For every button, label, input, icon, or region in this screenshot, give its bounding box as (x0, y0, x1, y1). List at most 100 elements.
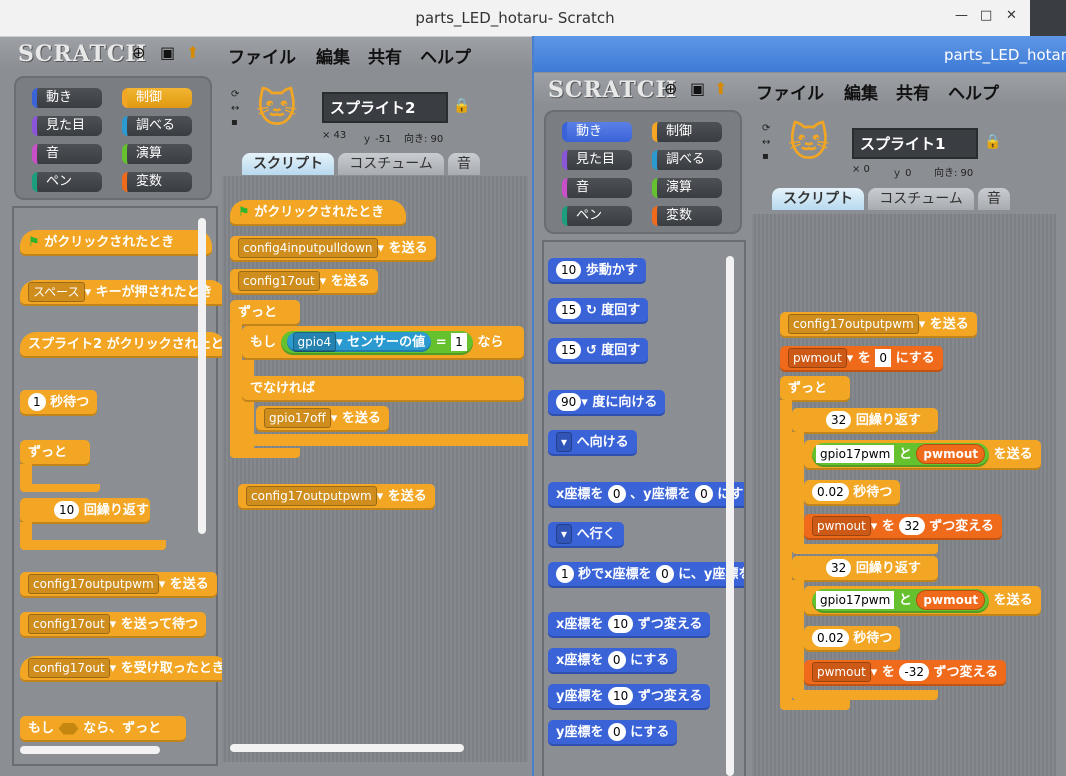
join-operator[interactable]: gpio17pwm と pwmout (812, 588, 990, 613)
category-variables[interactable]: 変数 (652, 206, 722, 226)
set-y-block[interactable]: y座標を 0 にする (548, 720, 678, 746)
category-looks[interactable]: 見た目 (32, 116, 102, 136)
script-change-var-1[interactable]: pwmout▾ を 32 ずつ変える (804, 514, 1002, 540)
close-icon[interactable]: ✕ (1006, 8, 1017, 23)
script-area-front[interactable]: config17outputpwm▾ を送る pwmout▾ を 0 にする ず… (752, 214, 1056, 776)
menu-help[interactable]: ヘルプ (948, 84, 999, 104)
blocks-palette[interactable]: ⚑ がクリックされたとき スペース▾ キーが押されたとき スプライト2 がクリッ… (12, 206, 237, 766)
menu-share[interactable]: 共有 (896, 84, 930, 104)
palette-scrollbar-horizontal[interactable] (20, 746, 160, 754)
window-titlebar-front[interactable]: parts_LED_hotaru (534, 36, 1066, 72)
category-looks[interactable]: 見た目 (562, 150, 632, 170)
menu-file[interactable]: ファイル (228, 48, 296, 68)
script-change-var-2[interactable]: pwmout▾ を -32 ずつ変える (804, 660, 1007, 686)
blocks-palette-front[interactable]: 10 歩動かす 15 ↻ 度回す 15 ↺ 度回す 90▾ 度に向ける ▾ へ向… (542, 240, 746, 776)
broadcast-wait-block[interactable]: config17out▾ を送って待つ (20, 612, 207, 638)
tab-scripts[interactable]: スクリプト (242, 153, 334, 175)
go-to-dropdown[interactable]: ▾ (556, 524, 573, 544)
category-variables[interactable]: 変数 (122, 172, 192, 192)
script-wait-2[interactable]: 0.02 秒待つ (804, 626, 901, 652)
if-forever-block[interactable]: もし なら、ずっと (20, 716, 186, 742)
category-sound[interactable]: 音 (562, 178, 632, 198)
script-broadcast-config4[interactable]: config4inputpulldown▾ を送る (230, 236, 436, 262)
point-towards-block[interactable]: ▾ へ向ける (548, 430, 637, 456)
turn-right-block[interactable]: 15 ↻ 度回す (548, 298, 649, 324)
script-broadcast-join-1[interactable]: gpio17pwm と pwmout を送る (804, 440, 1041, 470)
tab-scripts[interactable]: スクリプト (772, 188, 864, 210)
script-repeat-1[interactable]: 32 回繰り返す (792, 408, 938, 434)
sprite-rotate-controls[interactable]: ⟳↔▪ (762, 123, 771, 162)
category-pen[interactable]: ペン (562, 206, 632, 226)
sprite-rotate-controls[interactable]: ⟳↔▪ (231, 89, 240, 128)
menu-file[interactable]: ファイル (756, 84, 824, 104)
receive-hat-block[interactable]: config17out▾ を受け取ったとき (20, 656, 230, 682)
menu-edit[interactable]: 編集 (844, 84, 878, 104)
script-broadcast-config17outputpwm[interactable]: config17outputpwm▾ を送る (780, 312, 977, 338)
sprite-thumbnail[interactable]: 🐱 (256, 86, 298, 132)
turn-left-block[interactable]: 15 ↺ 度回す (548, 338, 649, 364)
category-motion[interactable]: 動き (32, 88, 102, 108)
boolean-slot[interactable] (58, 722, 79, 735)
go-to-block[interactable]: ▾ へ行く (548, 522, 624, 548)
category-sensing[interactable]: 調べる (652, 150, 722, 170)
forever-block[interactable]: ずっと (20, 440, 90, 466)
wait-block[interactable]: 1 秒待つ (20, 390, 98, 416)
tab-sounds[interactable]: 音 (978, 188, 1010, 210)
share-icon[interactable]: ⬆ (186, 43, 200, 62)
sprite-click-hat-block[interactable]: スプライト2 がクリックされたとき (20, 332, 237, 358)
save-icon[interactable]: ▣ (160, 43, 176, 62)
share-icon[interactable]: ⬆ (714, 79, 728, 98)
move-steps-block[interactable]: 10 歩動かす (548, 258, 646, 284)
category-pen[interactable]: ペン (32, 172, 102, 192)
glide-block[interactable]: 1 秒でx座標を 0 に、y座標を (548, 562, 744, 588)
script-loose-broadcast[interactable]: config17outputpwm▾ を送る (238, 484, 435, 510)
point-direction-block[interactable]: 90▾ 度に向ける (548, 390, 666, 416)
script-scrollbar-horizontal[interactable] (230, 744, 464, 752)
category-control[interactable]: 制御 (122, 88, 192, 108)
palette-scrollbar-vertical[interactable] (726, 256, 734, 776)
sensor-value-reporter[interactable]: gpio4▾ センサーの値 (286, 331, 432, 352)
script-broadcast-join-2[interactable]: gpio17pwm と pwmout を送る (804, 586, 1041, 616)
tab-costumes[interactable]: コスチューム (868, 188, 974, 210)
save-icon[interactable]: ▣ (690, 79, 706, 98)
category-motion[interactable]: 動き (562, 122, 632, 142)
script-repeat-2[interactable]: 32 回繰り返す (792, 556, 938, 582)
globe-icon[interactable]: ⊕ (132, 43, 146, 62)
script-area[interactable]: ⚑ がクリックされたとき config4inputpulldown▾ を送る c… (222, 176, 528, 762)
category-sound[interactable]: 音 (32, 144, 102, 164)
script-broadcast-config17out[interactable]: config17out▾ を送る (230, 269, 378, 295)
menu-share[interactable]: 共有 (368, 48, 402, 68)
scratch-window-front[interactable]: parts_LED_hotaru SCRATCH ⊕ ▣ ⬆ ファイル 編集 共… (532, 36, 1066, 776)
category-sensing[interactable]: 調べる (122, 116, 192, 136)
key-hat-block[interactable]: スペース▾ キーが押されたとき (20, 280, 226, 306)
category-operators[interactable]: 演算 (122, 144, 192, 164)
script-wait-1[interactable]: 0.02 秒待つ (804, 480, 901, 506)
flag-hat-block[interactable]: ⚑ がクリックされたとき (20, 230, 212, 256)
script-flag-hat[interactable]: ⚑ がクリックされたとき (230, 200, 406, 226)
window-titlebar[interactable]: parts_LED_hotaru- Scratch — □ ✕ (0, 0, 1030, 37)
tab-costumes[interactable]: コスチューム (338, 153, 444, 175)
towards-dropdown[interactable]: ▾ (556, 432, 573, 452)
script-set-variable[interactable]: pwmout▾ を 0 にする (780, 346, 943, 372)
category-control[interactable]: 制御 (652, 122, 722, 142)
join-operator[interactable]: gpio17pwm と pwmout (812, 442, 990, 467)
globe-icon[interactable]: ⊕ (664, 79, 678, 98)
change-y-block[interactable]: y座標を 10 ずつ変える (548, 684, 711, 710)
minimize-icon[interactable]: — (955, 8, 968, 23)
menu-edit[interactable]: 編集 (316, 48, 350, 68)
go-to-xy-block[interactable]: x座標を 0 、y座標を 0 にする (548, 482, 744, 508)
sprite-name-field[interactable]: スプライト2 (322, 92, 448, 123)
sprite-name-field[interactable]: スプライト1 (852, 128, 978, 159)
lock-icon[interactable]: 🔒 (453, 98, 471, 114)
script-broadcast-gpio17off[interactable]: gpio17off▾ を送る (256, 406, 389, 432)
broadcast-block[interactable]: config17outputpwm▾ を送る (20, 572, 217, 598)
lock-icon[interactable]: 🔒 (984, 134, 1002, 150)
script-else-label[interactable]: でなければ (242, 376, 524, 402)
set-x-block[interactable]: x座標を 0 にする (548, 648, 678, 674)
script-forever[interactable]: ずっと (780, 376, 850, 402)
equals-operator[interactable]: gpio4▾ センサーの値 = 1 (280, 330, 473, 355)
script-forever[interactable]: ずっと (230, 300, 300, 326)
repeat-block[interactable]: 10 回繰り返す (20, 498, 150, 524)
category-operators[interactable]: 演算 (652, 178, 722, 198)
maximize-icon[interactable]: □ (980, 8, 993, 23)
